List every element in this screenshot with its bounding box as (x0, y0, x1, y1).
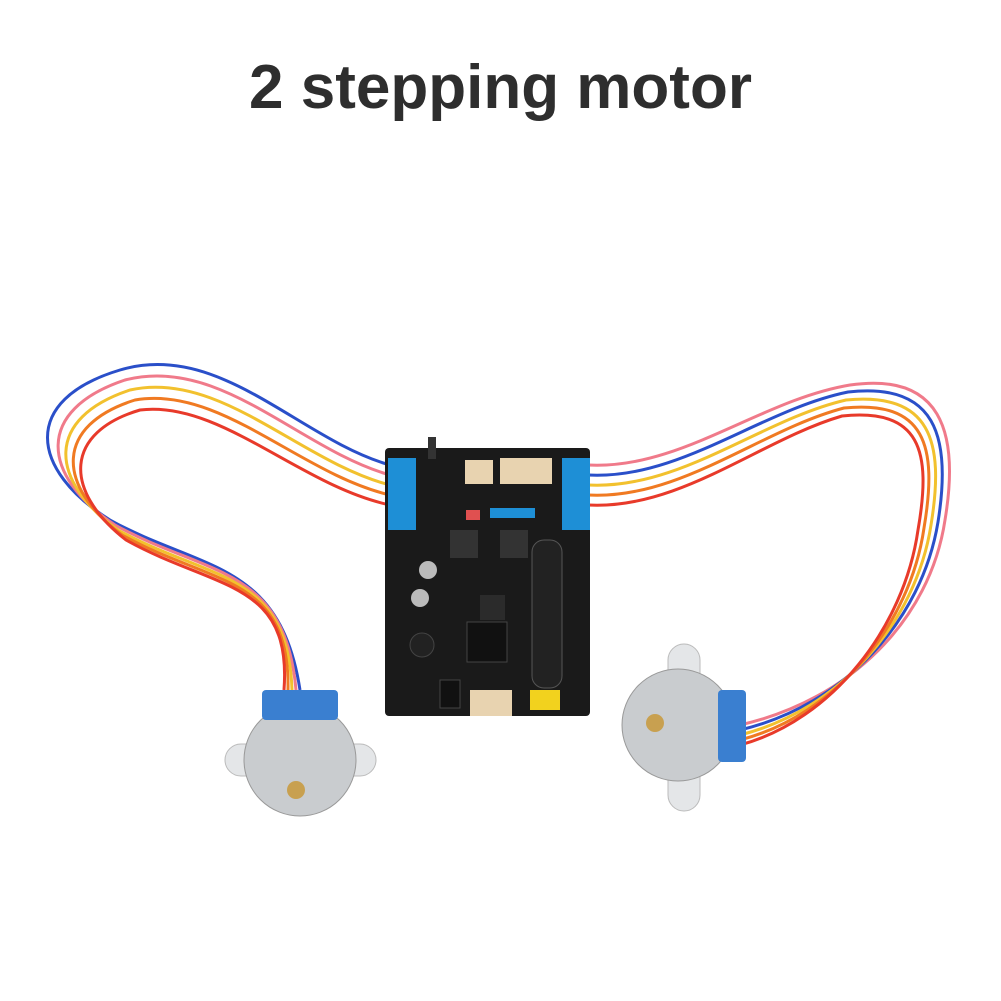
right-motor-wires (587, 381, 952, 747)
left-stepper-motor (224, 690, 377, 817)
left-motor-wires (46, 363, 391, 691)
left-terminal-block (388, 458, 416, 530)
driver-board (385, 437, 590, 716)
right-terminal-block (562, 458, 590, 530)
product-title: 2 stepping motor (249, 53, 752, 122)
right-stepper-motor (621, 643, 746, 812)
